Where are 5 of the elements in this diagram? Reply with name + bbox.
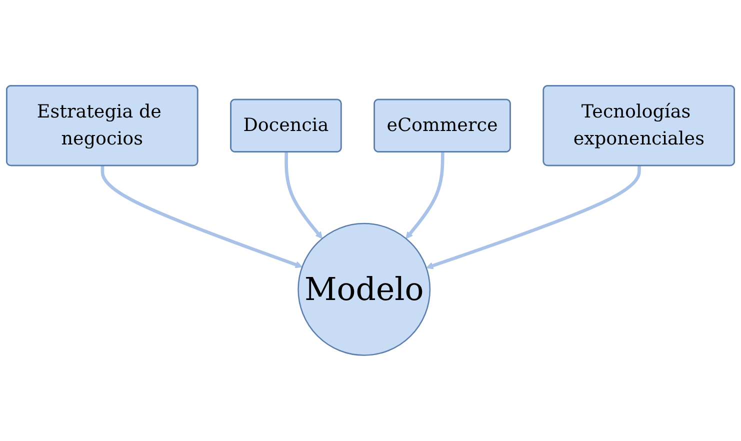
node-circle: Modelo — [298, 222, 431, 356]
arrow — [406, 152, 444, 239]
arrow — [284, 152, 323, 239]
arrow — [426, 166, 641, 270]
arrow — [100, 166, 303, 268]
